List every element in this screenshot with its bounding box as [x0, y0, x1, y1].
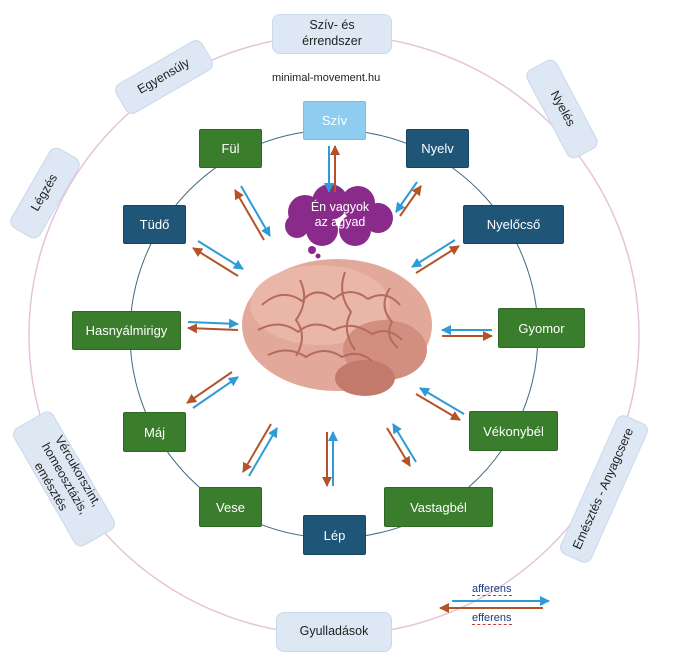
thought-text: Én vagyok az agyad — [292, 200, 388, 230]
system-sziv-erendszer-line-2: érrendszer — [302, 34, 362, 48]
legend-afferens-text: afferens — [472, 583, 512, 596]
organ-maj: Máj — [123, 412, 186, 452]
system-gyulladasok: Gyulladások — [276, 612, 392, 652]
arrow-efferent-vekonybel — [415, 393, 461, 421]
organ-tudo: Tüdő — [123, 205, 186, 244]
organ-nyelocso: Nyelőcső — [463, 205, 564, 244]
organ-gyomor: Gyomor — [498, 308, 585, 348]
thought-line-1: Én vagyok — [310, 200, 370, 214]
thought-line-2: az agyad — [314, 215, 366, 229]
arrow-efferent-hasnyalmirigy — [187, 323, 239, 334]
arrow-afferent-vekonybel — [419, 387, 465, 415]
system-sziv-erendszer-line-1: Szív- és — [309, 18, 355, 33]
organ-nyelv: Nyelv — [406, 129, 469, 168]
arrow-efferent-ful — [234, 189, 265, 241]
legend-efferens-label: efferens — [472, 612, 512, 625]
organ-vekonybel: Vékonybél — [469, 411, 558, 451]
arrow-efferent-nyelocso — [415, 245, 460, 274]
thought-cloud — [285, 184, 393, 259]
arrow-efferent-maj — [186, 371, 233, 404]
legend-efferens-text: efferens — [472, 612, 512, 625]
organ-vese: Vese — [199, 487, 262, 527]
arrow-afferent-tudo — [197, 240, 244, 270]
arrow-efferent-nyelv — [399, 185, 422, 217]
arrows — [186, 145, 493, 487]
arrow-afferent-hasnyalmirigy — [187, 318, 239, 329]
arrow-afferent-nyelocso — [411, 239, 456, 268]
arrow-afferent-ful — [240, 185, 271, 237]
arrow-efferent-tudo — [192, 247, 239, 277]
arrow-efferent-vese — [242, 423, 272, 473]
organ-lep: Lép — [303, 515, 366, 555]
legend-afferens-label: afferens — [472, 583, 512, 596]
organ-vastagbel: Vastagbél — [384, 487, 493, 527]
brain-image — [242, 259, 432, 396]
organ-sziv: Szív — [303, 101, 366, 140]
organ-ful: Fül — [199, 129, 262, 168]
arrow-afferent-maj — [192, 376, 239, 409]
arrow-afferent-vese — [248, 427, 278, 477]
site-label: minimal-movement.hu — [272, 72, 381, 84]
arrow-afferent-vastagbel — [392, 423, 417, 463]
organ-hasnyalmirigy: Hasnyálmirigy — [72, 311, 181, 350]
arrow-efferent-vastagbel — [386, 427, 411, 467]
system-sziv-erendszer: Szív- és érrendszer — [272, 14, 392, 54]
